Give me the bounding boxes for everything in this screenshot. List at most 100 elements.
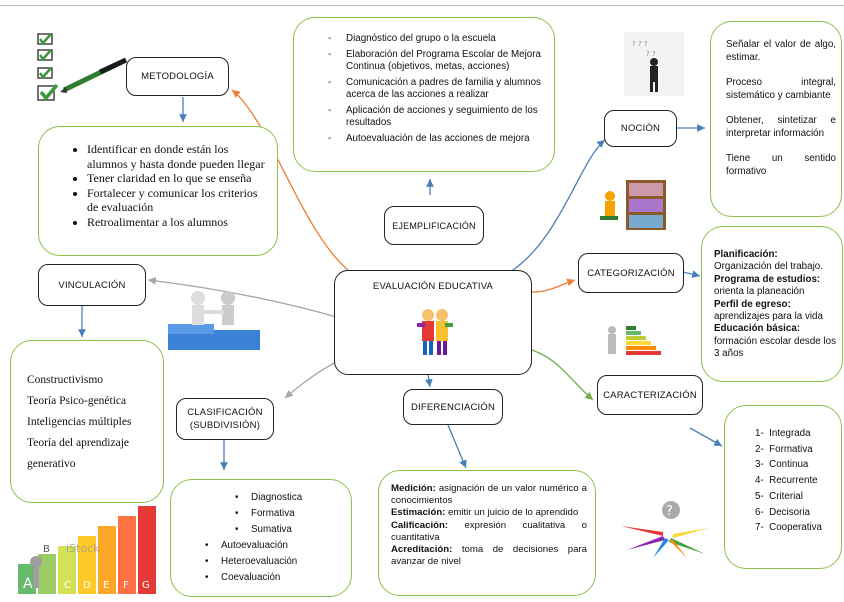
chart-letter-d: D [83,580,91,591]
clasificacion-subitem-text: Diagnostica [251,492,303,503]
ejemplificacion-item-text: Aplicación de acciones y seguimiento de … [346,105,538,128]
watermark-text: iStock [66,542,100,555]
chart-letter-b: B [43,544,50,555]
chart-letter-a: A [23,576,33,592]
diferenciacion-term: Acreditación: [391,544,453,556]
svg-text:?: ? [666,504,673,519]
clasificacion-item-text: Heteroevaluación [221,556,298,567]
node-diferenciacion-label: DIFERENCIACIÓN [410,401,496,413]
node-caracterizacion[interactable]: CARACTERIZACIÓN [597,375,703,415]
clasificacion-subitem: • Sumativa [205,522,345,538]
diferenciacion-desc: toma de decisiones para avanzar de nivel [391,544,587,568]
chart-letter-g: G [142,580,150,591]
clasificacion-item: • Heteroevaluación [205,554,345,570]
diferenciacion-desc: expresión cualitativa o cuantitativa [391,519,587,543]
clasificacion-subitem-text: Formativa [251,508,295,519]
node-categorizacion-label: CATEGORIZACIÓN [587,267,675,279]
vinculacion-item: Teoría del aprendizaje generativo [27,437,129,470]
chart-letter-c: C [64,580,71,591]
box-nocion: Señalar el valor de algo, estimar.Proces… [710,21,842,217]
diferenciacion-term: Estimación: [391,507,446,519]
categorizacion-term: Programa de estudios: [714,273,821,285]
chart-letter-f: F [123,580,129,591]
ejemplificacion-item: -Elaboración del Programa Escolar de Mej… [328,49,546,73]
metodologia-item: Retroalimentar a los alumnos [87,215,267,230]
categorizacion-term: Perfil de egreso: [714,298,791,310]
center-title: EVALUACIÓN EDUCATIVA [372,281,494,292]
dash-marker: - [328,133,332,144]
list-clasificacion: •Diagnostica•Formativa•Sumativa•Autoeval… [205,490,345,586]
ejemplificacion-item-text: Autoevaluación de las acciones de mejora [346,133,530,144]
clasificacion-item: •Coevaluación [205,570,345,586]
node-caracterizacion-label: CARACTERIZACIÓN [603,389,697,401]
diferenciacion-term: Calificación: [391,519,449,531]
bullet-marker: • [235,524,239,535]
box-clasificacion: •Diagnostica•Formativa•Sumativa•Autoeval… [170,479,352,597]
link-caracterizacion-box [689,427,723,447]
caracterizacion-item: 6- Decisoria [755,506,810,518]
categorizacion-item: Programa de estudios:orienta la planeaci… [714,274,836,299]
node-ejemplificacion-label: EJEMPLIFICACIÓN [392,220,476,231]
node-center[interactable]: EVALUACIÓN EDUCATIVA [334,270,532,375]
categorizacion-desc: orienta la planeación [714,286,805,298]
ejemplificacion-item: -Aplicación de acciones y seguimiento de… [328,105,546,129]
node-ejemplificacion[interactable]: EJEMPLIFICACIÓN [384,206,484,245]
diferenciacion-desc: emitir un juicio de lo aprendido [445,507,579,519]
list-ejemplificacion: -Diagnóstico del grupo o la escuela-Elab… [328,33,546,149]
ejemplificacion-item: - Comunicación a padres de familia y alum… [328,77,546,101]
caracterizacion-item: 5- Criterial [755,490,803,502]
clasificacion-item-text: Autoevaluación [221,540,288,551]
box-diferenciacion: Medición: asignación de un valor numéric… [378,470,596,596]
bookshelf-icon [600,180,666,230]
svg-text:? ?: ? ? [646,50,656,58]
ejemplificacion-item-text: Comunicación a padres de familia y alumn… [346,77,541,100]
puzzle-people-icon [168,291,260,350]
categorizacion-desc: aprendizajes para la vida [714,311,823,323]
metodologia-item: Tener claridad en lo que se enseña [87,171,267,186]
link-categorizacion-box [682,270,701,279]
categorizacion-desc: formación escolar desde los 3 años [714,335,836,360]
dash-marker: - [328,49,332,60]
bullet-marker: • [235,492,239,503]
caracterizacion-item: 2- Formativa [755,443,813,455]
categorizacion-item: Planificación:Organización del trabajo. [714,249,836,274]
bullet-marker: • [205,556,209,567]
nocion-item: Señalar el valor de algo, estimar. [726,39,836,63]
node-metodologia[interactable]: METODOLOGÍA [126,57,229,96]
diferenciacion-item: Medición: asignación de un valor numéric… [391,483,587,507]
categorizacion-item: Educación básica:formación escolar desde… [714,323,836,360]
caracterizacion-item: 1- Integrada [755,428,811,439]
metodologia-item: Fortalecer y comunicar los criterios de … [87,186,267,215]
nocion-item: Obtener, sintetizar e interpretar inform… [726,115,836,139]
top-divider [0,5,844,6]
clasificacion-subitem: • Diagnostica [205,490,345,506]
list-metodologia: Identificar en donde están los alumnos y… [87,142,267,229]
diferenciacion-item: Acreditación: toma de decisiones para av… [391,544,587,568]
ejemplificacion-item: -Diagnóstico del grupo o la escuela [328,33,546,45]
node-vinculacion[interactable]: VINCULACIÓN [38,264,146,306]
node-nocion[interactable]: NOCIÓN [604,110,677,147]
svg-text:? ? ?: ? ? ? [632,40,648,48]
node-categorizacion[interactable]: CATEGORIZACIÓN [578,253,684,293]
link-metodologia [231,89,351,273]
ejemplificacion-item-text: Diagnóstico del grupo o la escuela [346,33,496,44]
clasificacion-item-text: Coevaluación [221,572,281,583]
diferenciacion-item: Estimación: emitir un juicio de lo apren… [391,507,587,519]
node-clasificacion-sublabel: (SUBDIVISIÓN) [189,420,261,431]
box-metodologia: Identificar en donde están los alumnos y… [38,126,278,256]
children-icon [417,309,453,355]
caracterizacion-item: 4- Recurrente [755,475,818,487]
dash-marker: - [328,77,332,88]
categorizacion-item: Perfil de egreso:aprendizajes para la vi… [714,299,836,324]
node-clasificacion[interactable]: CLASIFICACIÓN (SUBDIVISIÓN) [176,398,274,440]
vinculacion-item: Constructivismo [27,374,104,386]
node-diferenciacion[interactable]: DIFERENCIACIÓN [403,389,503,425]
vinculacion-item: Inteligencias múltiples [27,416,132,428]
clasificacion-subitem-text: Sumativa [251,524,292,535]
link-caracterizacion [531,349,594,401]
link-clasificacion [284,359,341,399]
node-vinculacion-label: VINCULACIÓN [58,279,126,291]
